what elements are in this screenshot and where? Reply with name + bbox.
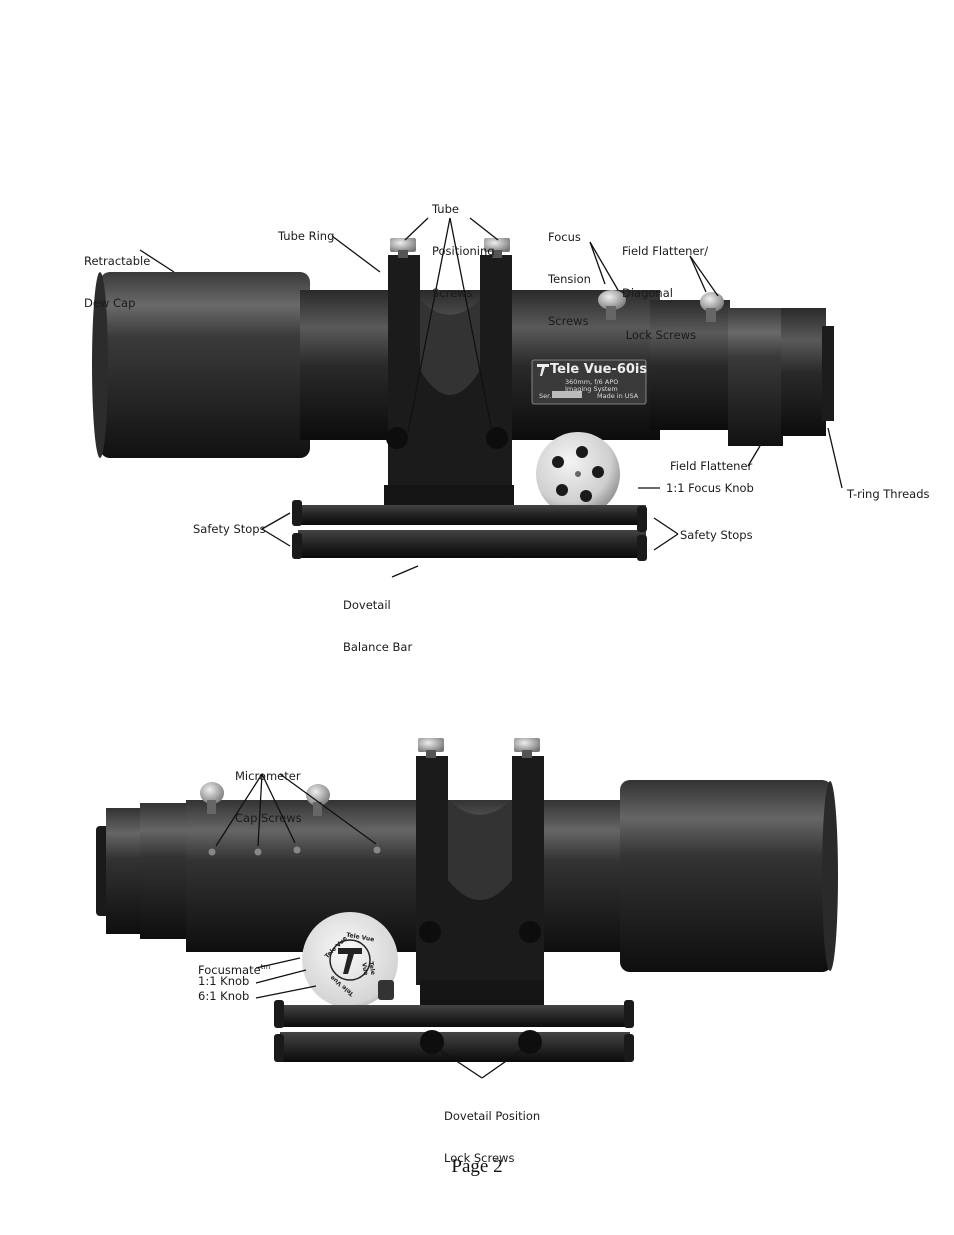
label-safety-stops-left: Safety Stops xyxy=(193,522,266,536)
ring-side-screws xyxy=(386,427,508,449)
nameplate-line1: 360mm, f/6 APO xyxy=(565,378,619,386)
label-dovetail-position-lock-screws: Dovetail Position Lock Screws xyxy=(444,1109,541,1165)
dew-cap xyxy=(92,272,310,458)
label-tube-positioning-screws: Tube Positioning Screws xyxy=(432,202,495,300)
bottom-dew-cap xyxy=(620,780,838,972)
label-retractable-dew-cap: Retractable Dew Cap xyxy=(84,254,151,310)
label-knob-1-1: 1:1 Knob xyxy=(198,974,250,988)
nameplate-ser: Ser. xyxy=(539,392,552,400)
televue-knob-logo-icon xyxy=(338,948,362,974)
focus-knob xyxy=(536,432,620,516)
nameplate-line2: Imaging System xyxy=(565,385,618,393)
label-focus-tension-screws: Focus Tension Screws xyxy=(548,230,591,328)
micrometer-cap-screws xyxy=(200,782,381,856)
nameplate-text: Tele Vue-60is 360mm, f/6 APO Imaging Sys… xyxy=(533,362,648,404)
label-t-ring-threads: T-ring Threads xyxy=(847,487,930,501)
bottom-dovetail-bar xyxy=(274,1000,634,1062)
bottom-leader-lines xyxy=(215,773,523,1079)
label-knob-6-1: 6:1 Knob xyxy=(198,989,250,1003)
label-safety-stops-right: Safety Stops xyxy=(680,528,753,542)
focusmate-knob xyxy=(302,912,398,1008)
focuser-body xyxy=(650,300,834,446)
label-focus-knob: 1:1 Focus Knob xyxy=(666,481,754,495)
televue-logo-icon xyxy=(537,364,549,376)
label-field-flattener: Field Flattener xyxy=(670,459,753,473)
focusmate-knob-text: Tele Vue Tele Vue Tele Vue Tele Vue xyxy=(323,931,377,998)
bottom-tube-ring xyxy=(416,756,544,1010)
bottom-ring-screws xyxy=(418,738,541,943)
dovetail-balance-bar xyxy=(292,500,647,561)
nameplate-brand: Tele Vue-60is xyxy=(550,362,648,377)
focus-tension-screw xyxy=(598,290,626,320)
nameplate-made: Made in USA xyxy=(597,392,639,400)
label-tube-ring: Tube Ring xyxy=(278,229,335,243)
bottom-eyepiece-end xyxy=(96,803,188,939)
field-flattener-lock-screw xyxy=(700,292,724,322)
label-focusmate: Focusmatetm xyxy=(198,962,271,977)
label-field-flattener-lock-screws: Field Flattener/ Diagonal Lock Screws xyxy=(622,244,709,342)
top-leader-lines xyxy=(139,217,843,578)
label-dovetail-balance-bar: Dovetail Balance Bar xyxy=(343,598,413,654)
label-micrometer-cap-screws: Micrometer Cap Screws xyxy=(235,769,302,825)
tube-positioning-screws xyxy=(390,238,510,258)
page-number: Page 2 xyxy=(451,1156,503,1177)
